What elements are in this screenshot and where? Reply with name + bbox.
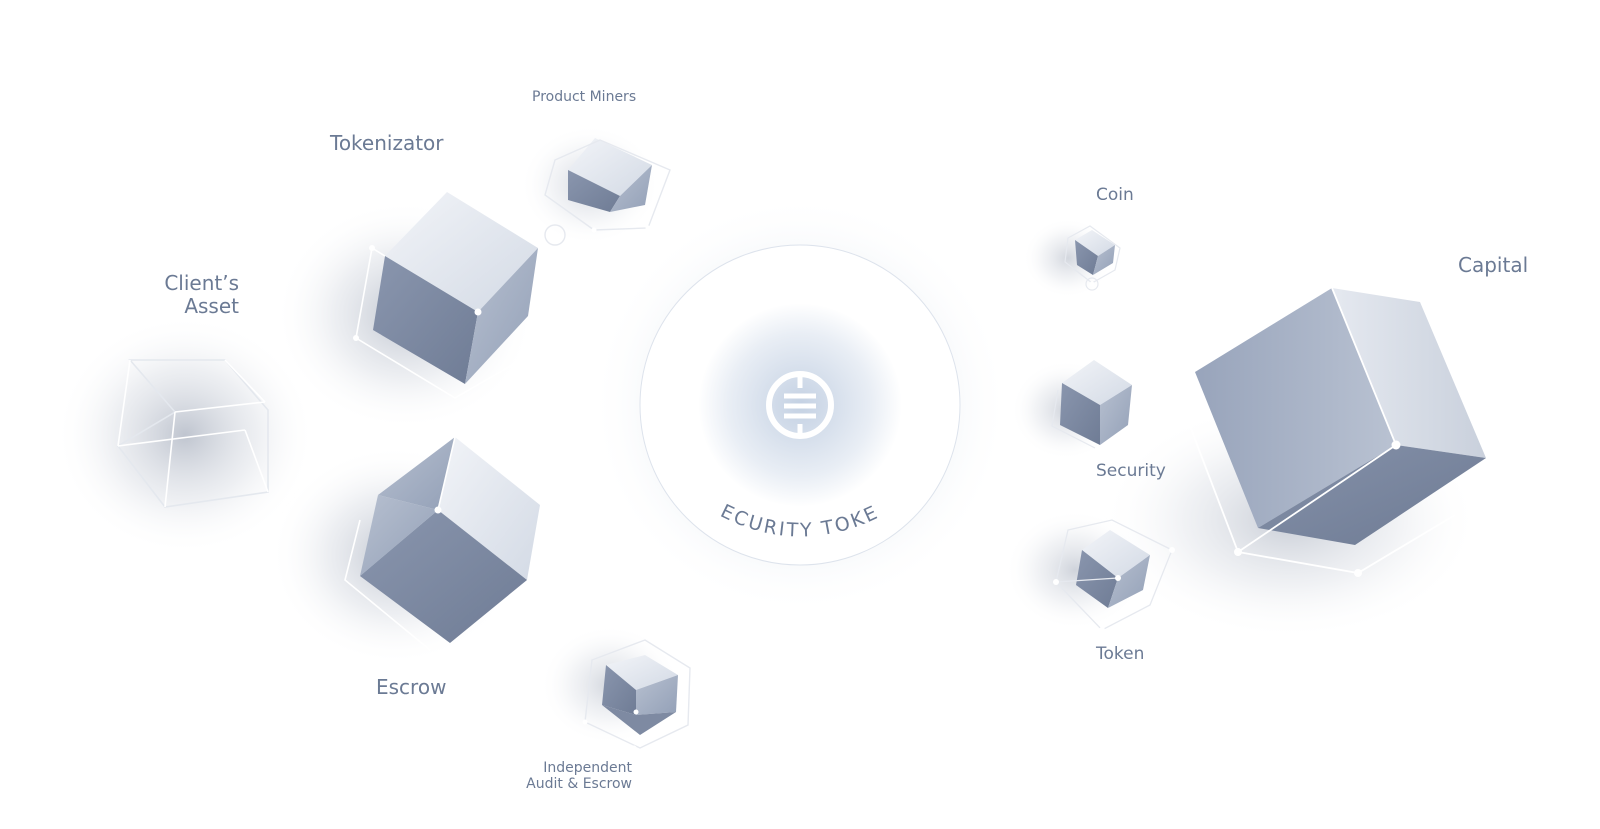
clients-asset-wireframe-cube [116, 359, 269, 508]
token-cube [1053, 519, 1175, 633]
label-audit-escrow: Independent Audit & Escrow [500, 760, 632, 792]
escrow-cube [344, 436, 540, 651]
label-product-miners: Product Miners [532, 89, 637, 105]
tokenizator-cube [353, 192, 539, 399]
label-token: Token [1096, 644, 1145, 664]
label-clients-asset-line1: Client’s [164, 271, 239, 295]
label-capital: Capital [1458, 253, 1529, 277]
label-security: Security [1096, 461, 1166, 481]
label-clients-asset: Client’s Asset [140, 272, 239, 318]
security-cube [1051, 360, 1132, 449]
label-coin: Coin [1096, 185, 1134, 205]
security-token-logo-icon [766, 371, 834, 439]
label-audit-line1: Independent [543, 760, 632, 776]
audit-escrow-cube [582, 639, 691, 751]
label-tokenizator: Tokenizator [330, 131, 444, 155]
coin-cube [1064, 225, 1121, 291]
capital-cube [1179, 287, 1486, 577]
product-miners-cube [544, 138, 671, 246]
label-clients-asset-line2: Asset [184, 294, 239, 318]
label-audit-line2: Audit & Escrow [526, 776, 632, 793]
label-escrow: Escrow [376, 675, 447, 699]
